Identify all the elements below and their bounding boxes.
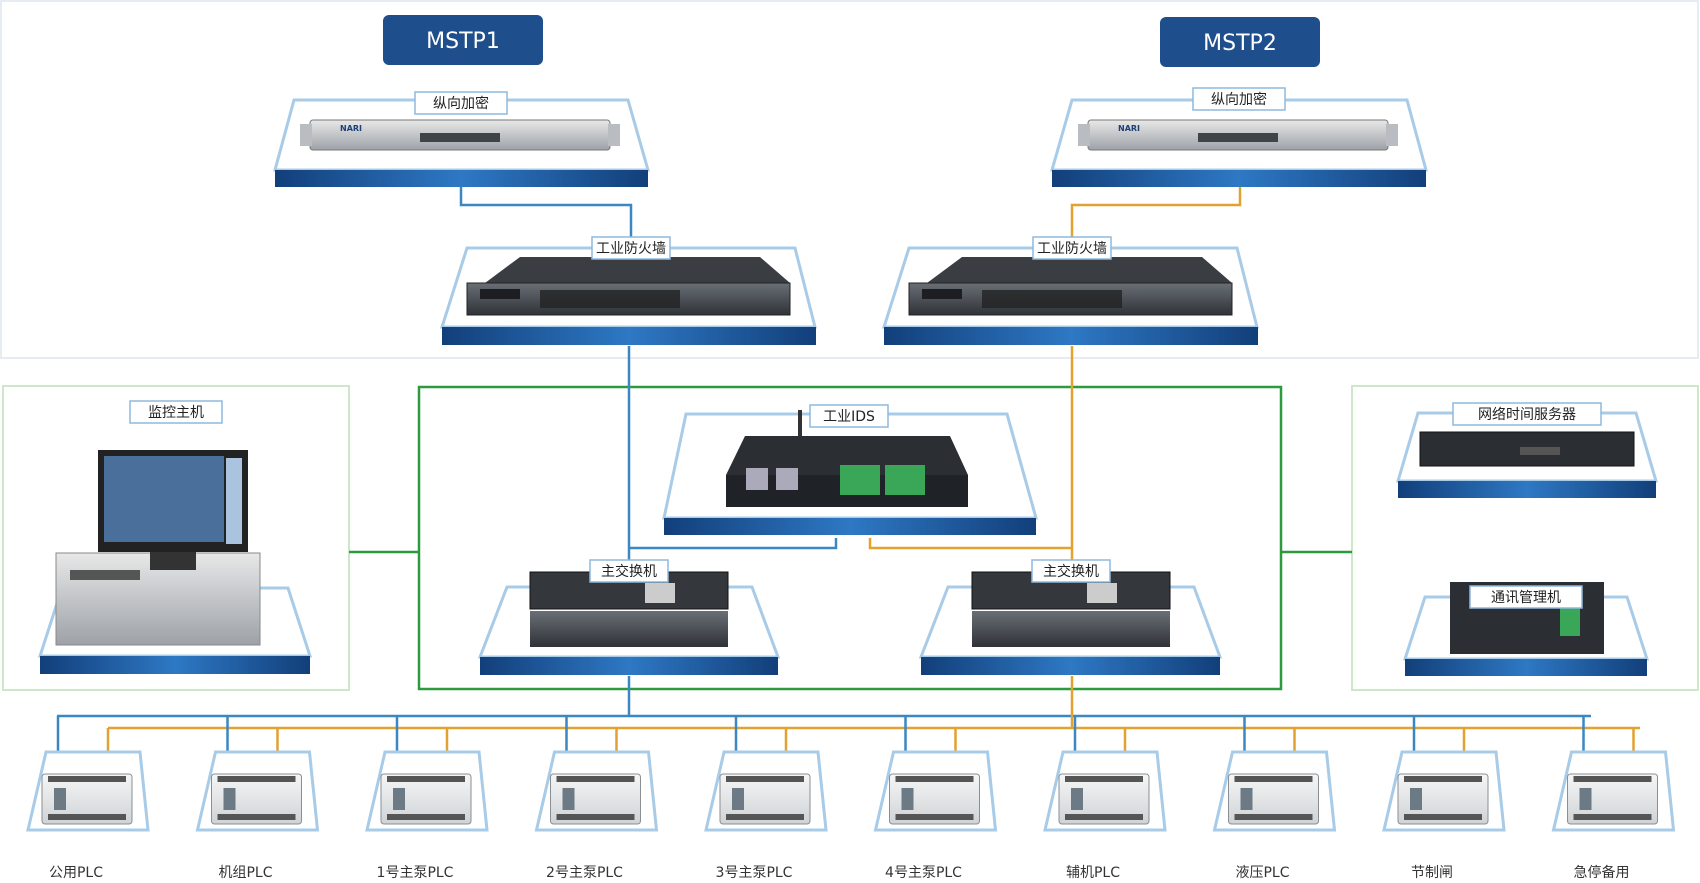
plc-label: 3号主泵PLC — [716, 865, 793, 881]
plc-device — [211, 773, 302, 825]
plc-unit: 节制闸 — [1382, 750, 1506, 881]
mstp2-title: MSTP2 — [1203, 31, 1277, 56]
comm-label: 通讯管理机 — [1491, 590, 1561, 606]
left-zone-frame — [2, 385, 350, 691]
plc-terminal-strip — [895, 776, 974, 782]
vertical-encryption-1-label: 纵向加密 — [433, 95, 489, 112]
plc-label: 4号主泵PLC — [885, 865, 962, 881]
plc-terminal-strip — [726, 814, 804, 820]
plc-terminal-strip — [1065, 776, 1143, 782]
plc-unit: 急停备用 — [1551, 750, 1676, 881]
plc-terminal-strip — [1234, 814, 1313, 820]
plc-status-panel — [562, 788, 575, 810]
vertical-encryption-2: NARI 纵向加密 — [1050, 87, 1428, 187]
firewall-2-label: 工业防火墙 — [1037, 241, 1107, 257]
plc-unit: 机组PLC — [195, 750, 320, 881]
upper-zone-frame — [0, 0, 1699, 359]
plc-device — [889, 773, 980, 825]
mstp1-title: MSTP1 — [426, 29, 500, 54]
plc-label: 2号主泵PLC — [546, 865, 623, 881]
plc-unit: 辅机PLC — [1043, 750, 1167, 881]
plc-device — [550, 773, 641, 825]
plc-device — [380, 773, 472, 825]
plc-unit: 公用PLC — [26, 750, 150, 881]
monitoring-host: 监控主机 — [37, 400, 313, 674]
plc-terminal-strip — [48, 814, 126, 820]
plc-terminal-strip — [1234, 776, 1313, 782]
plc-unit: 液压PLC — [1212, 750, 1337, 881]
plc-terminal-strip — [556, 814, 635, 820]
vertical-encryption-1: NARI 纵向加密 — [273, 91, 650, 187]
plc-status-panel — [1579, 788, 1592, 810]
plc-terminal-strip — [556, 776, 635, 782]
plc-device — [1567, 773, 1658, 825]
plc-terminal-strip — [1573, 814, 1652, 820]
plc-label: 辅机PLC — [1066, 865, 1120, 881]
switch-1-label: 主交换机 — [601, 563, 657, 580]
vertical-encryption-2-label: 纵向加密 — [1211, 91, 1267, 108]
plc-label: 公用PLC — [49, 865, 103, 881]
ids-label: 工业IDS — [823, 409, 875, 425]
plc-terminal-strip — [1404, 776, 1482, 782]
plc-terminal-strip — [726, 776, 804, 782]
plc-terminal-strip — [895, 814, 974, 820]
plc-unit: 4号主泵PLC — [873, 750, 998, 881]
plc-device — [41, 773, 133, 825]
plc-label: 急停备用 — [1574, 864, 1630, 881]
industrial-ids: 工业IDS — [662, 404, 1038, 535]
main-switch-2: 主交换机 — [918, 559, 1223, 675]
plc-terminal-strip — [387, 776, 465, 782]
plc-terminal-strip — [1065, 814, 1143, 820]
mstp2-header: MSTP2 — [1160, 17, 1320, 67]
plc-terminal-strip — [217, 776, 296, 782]
core-zone-frame — [417, 385, 1283, 691]
plc-unit: 3号主泵PLC — [704, 750, 828, 881]
plc-label: 节制闸 — [1411, 865, 1453, 881]
plc-unit: 2号主泵PLC — [534, 750, 659, 881]
plc-status-panel — [1240, 788, 1253, 810]
svg-text:NARI: NARI — [340, 124, 362, 133]
plc-status-panel — [1410, 788, 1422, 810]
plc-status-panel — [223, 788, 236, 810]
svg-text:NARI: NARI — [1118, 124, 1140, 133]
monitor-label: 监控主机 — [148, 405, 204, 421]
plc-terminal-strip — [1404, 814, 1482, 820]
plc-terminal-strip — [217, 814, 296, 820]
plc-device — [1228, 773, 1319, 825]
plc-drop-lines — [56, 716, 1635, 752]
ntp-label: 网络时间服务器 — [1478, 407, 1576, 423]
plc-terminal-strip — [48, 776, 126, 782]
industrial-firewall-1: 工业防火墙 — [439, 236, 817, 345]
plc-terminal-strip — [387, 814, 465, 820]
communication-manager: 通讯管理机 — [1402, 582, 1650, 676]
firewall-1-label: 工业防火墙 — [596, 241, 666, 257]
blue-network-lines — [57, 186, 1591, 718]
right-zone-frame — [1351, 385, 1699, 691]
plc-label: 机组PLC — [218, 865, 272, 881]
plc-status-panel — [1071, 788, 1083, 810]
ntp-server: 网络时间服务器 — [1395, 402, 1659, 498]
industrial-firewall-2: 工业防火墙 — [881, 236, 1259, 345]
plc-device — [1397, 773, 1489, 825]
plc-status-panel — [54, 788, 66, 810]
plc-status-panel — [732, 788, 744, 810]
plc-unit: 1号主泵PLC — [365, 750, 489, 881]
plc-device — [1058, 773, 1150, 825]
main-switch-1: 主交换机 — [477, 559, 781, 675]
orange-network-lines — [108, 186, 1640, 730]
mstp1-header: MSTP1 — [383, 15, 543, 65]
plc-row: 公用PLC 机组PLC 1号主泵PLC 2号主泵PLC 3号主泵PLC 4号主泵PLC 辅机… — [26, 750, 1676, 881]
plc-label: 1号主泵PLC — [377, 865, 454, 881]
plc-device — [719, 773, 811, 825]
plc-label: 液压PLC — [1235, 865, 1289, 881]
plc-terminal-strip — [1573, 776, 1652, 782]
plc-status-panel — [901, 788, 914, 810]
plc-status-panel — [393, 788, 405, 810]
switch-2-label: 主交换机 — [1043, 563, 1099, 580]
